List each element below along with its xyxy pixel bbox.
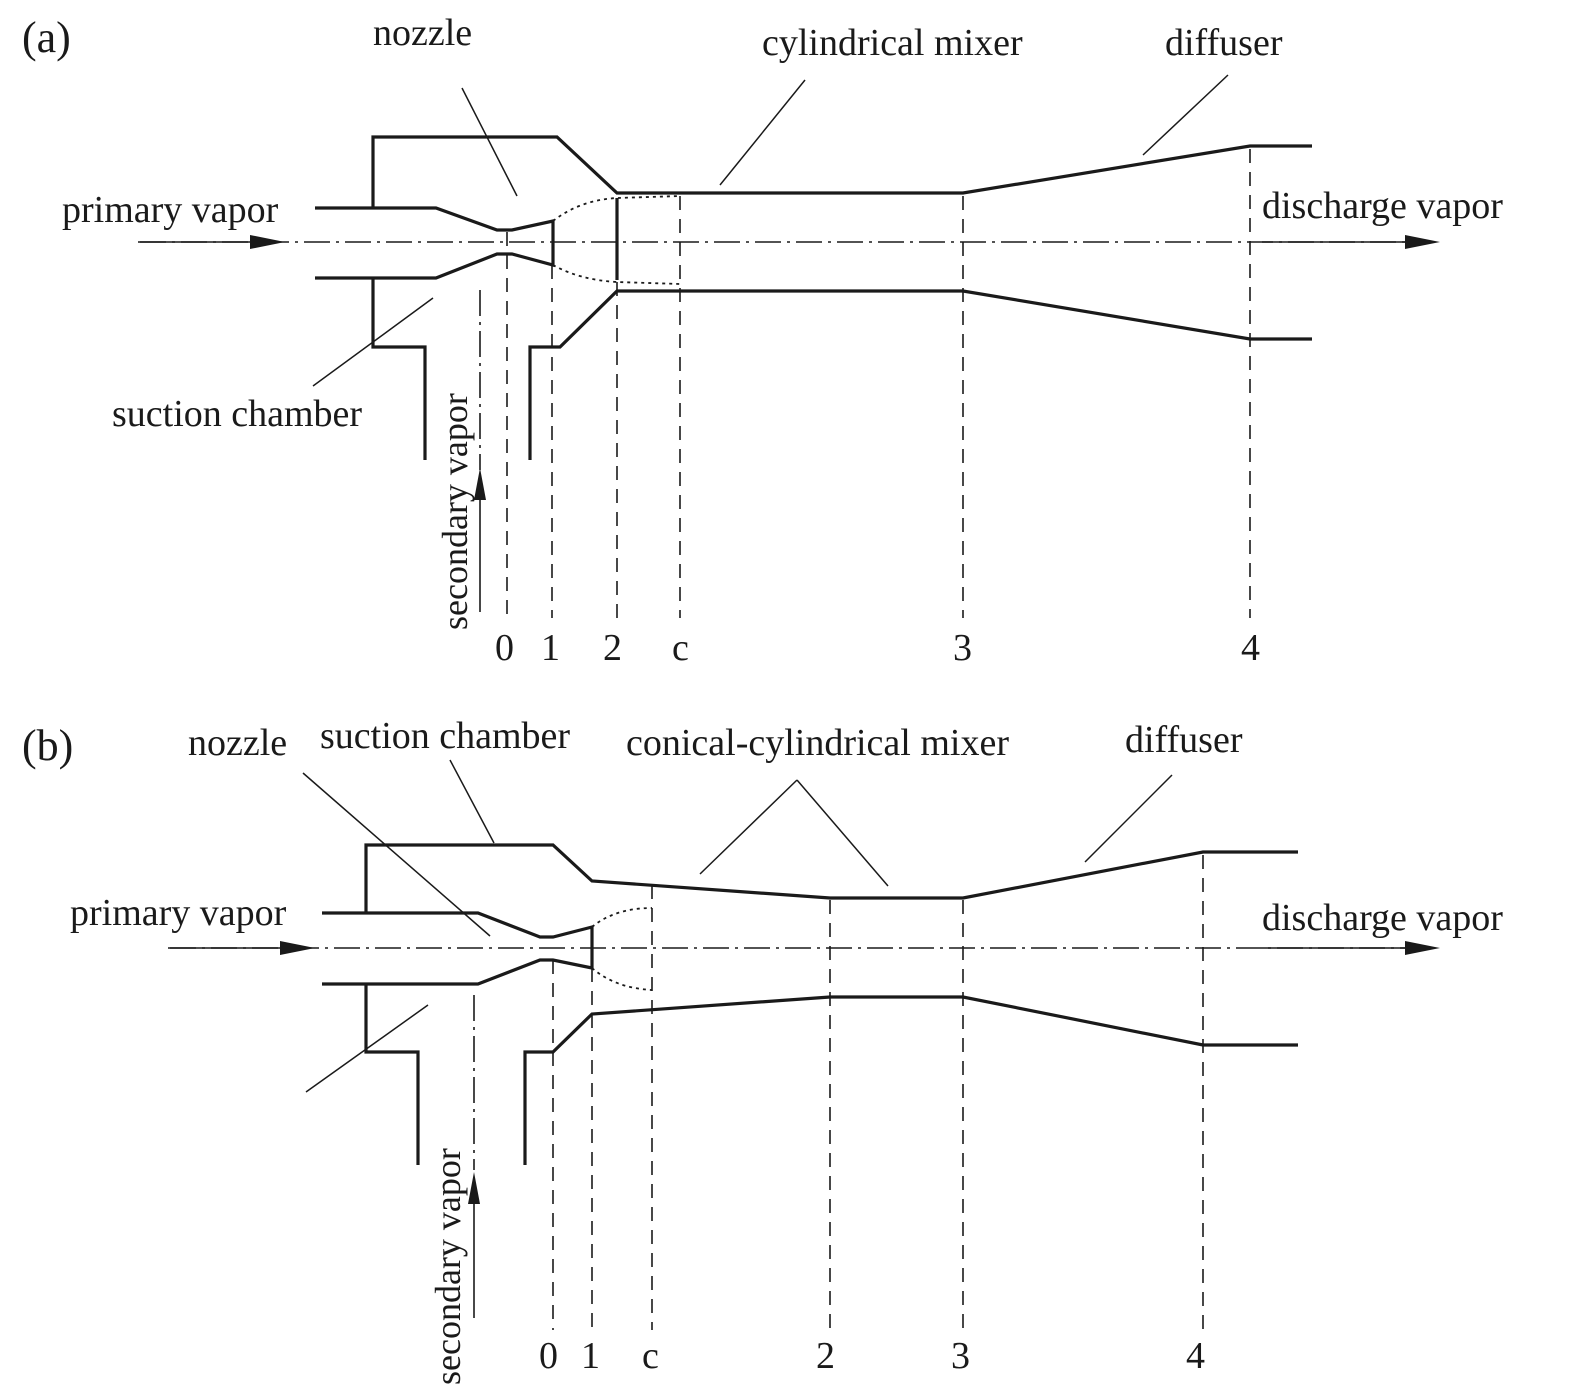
panel-b-suction-label: suction chamber <box>320 715 570 757</box>
panel-a-mixer-label: cylindrical mixer <box>762 22 1023 64</box>
panel-b-section-label-4: 4 <box>1186 1335 1205 1377</box>
panel-b-diffuser-label: diffuser <box>1125 719 1243 761</box>
panel-b-suction-lower-wall <box>364 984 420 1165</box>
panel-b-section-label-c: c <box>642 1335 659 1377</box>
panel-b-secondary-label: secondary vapor <box>428 1148 468 1385</box>
panel-b-discharge-arrow-head <box>1405 941 1440 955</box>
panel-a-diffuser-leader <box>1142 74 1229 156</box>
panel-a-section-label-c: c <box>672 627 689 669</box>
panel-a-jet-boundary-upper <box>552 195 681 222</box>
panel-a-section-label-0: 0 <box>495 627 514 669</box>
panel-a-discharge-label: discharge vapor <box>1262 185 1503 227</box>
panel-b-jet-boundary-upper <box>591 907 653 928</box>
panel-b-mixer-leader-right <box>796 779 889 887</box>
panel-a-upper-outer-wall <box>371 135 1312 208</box>
panel-a-suction-leader <box>312 297 434 387</box>
panel-a-section-label-1: 1 <box>541 627 560 669</box>
panel-b-primary-label: primary vapor <box>70 892 287 934</box>
panel-a-primary-label: primary vapor <box>62 189 279 231</box>
panel-a-nozzle <box>315 206 555 280</box>
panel-a: (a) noz <box>22 12 1503 669</box>
panel-a-mixer-leader <box>719 79 806 186</box>
panel-b: (b) nozz <box>22 715 1503 1385</box>
panel-b-nozzle <box>322 911 594 986</box>
panel-b-secondary-arrow-head <box>468 1172 480 1204</box>
panel-b-mixer-leader-left <box>699 779 798 875</box>
panel-b-suction-lower-leader <box>305 1004 429 1093</box>
panel-a-primary-arrow-head <box>250 235 285 249</box>
panel-a-lower-outer-wall <box>528 289 1312 460</box>
panel-b-nozzle-label: nozzle <box>188 722 287 764</box>
panel-b-tag: (b) <box>22 721 73 770</box>
panel-a-nozzle-label: nozzle <box>373 12 472 54</box>
panel-b-discharge-label: discharge vapor <box>1262 897 1503 939</box>
panel-b-jet-boundary-lower <box>591 967 653 991</box>
panel-b-primary-arrow-head <box>280 941 315 955</box>
panel-b-upper-outer-wall <box>364 843 1298 913</box>
panel-a-jet-boundary-lower <box>552 264 681 285</box>
panel-a-nozzle-leader <box>461 87 518 197</box>
panel-a-section-label-3: 3 <box>953 627 972 669</box>
panel-b-diffuser-leader <box>1084 774 1173 863</box>
panel-a-secondary-arrow-head <box>474 468 486 500</box>
panel-a-suction-lower-wall <box>371 278 427 460</box>
panel-a-secondary-label: secondary vapor <box>435 393 475 630</box>
panel-b-suction-leader <box>449 759 495 844</box>
panel-b-section-label-1: 1 <box>581 1335 600 1377</box>
panel-a-section-label-4: 4 <box>1241 627 1260 669</box>
panel-b-lower-outer-wall <box>523 995 1298 1165</box>
panel-b-section-label-2: 2 <box>816 1335 835 1377</box>
panel-b-mixer-label: conical-cylindrical mixer <box>626 722 1009 764</box>
panel-a-diffuser-label: diffuser <box>1165 22 1283 64</box>
panel-a-section-label-2: 2 <box>603 627 622 669</box>
panel-b-section-label-0: 0 <box>539 1335 558 1377</box>
panel-a-discharge-arrow-head <box>1405 235 1440 249</box>
panel-a-suction-label: suction chamber <box>112 393 362 435</box>
panel-b-nozzle-leader <box>302 772 491 937</box>
panel-b-section-label-3: 3 <box>951 1335 970 1377</box>
panel-a-tag: (a) <box>22 13 71 62</box>
